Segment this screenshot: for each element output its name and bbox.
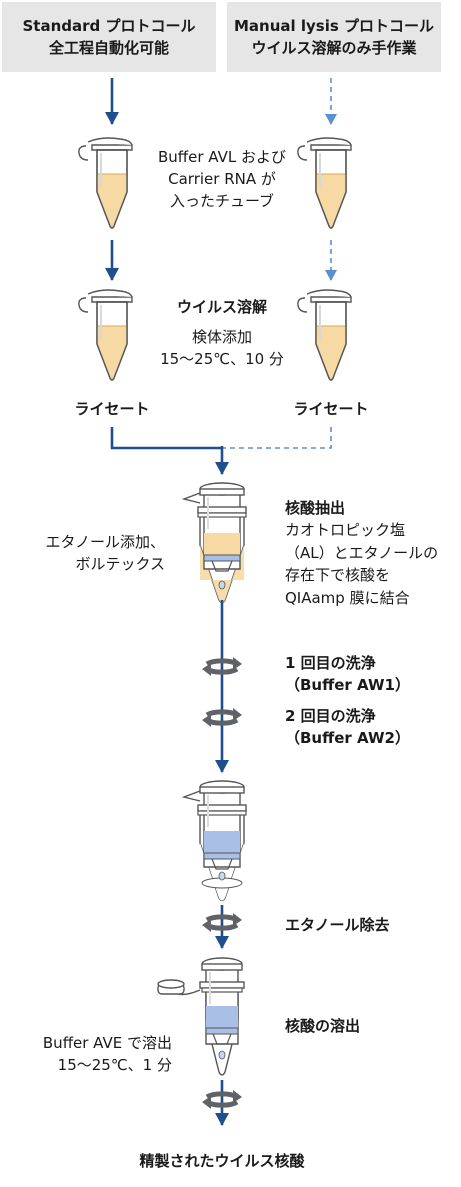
ethanol-add-line-2: ボルテックス	[75, 555, 165, 573]
lysate-left-label: ライセート	[74, 400, 150, 418]
extraction-title: 核酸抽出	[285, 499, 346, 517]
lysis-title: ウイルス溶解	[176, 298, 267, 316]
tube-manual-2	[296, 289, 352, 381]
wash2-line-1: 2 回目の洗浄	[285, 707, 376, 725]
ethanol-add-label: エタノール添加、 ボルテックス	[2, 531, 165, 575]
standard-merge-line	[110, 427, 222, 450]
wash2-line-2: （Buffer AW2）	[285, 729, 410, 747]
manual-merge-line	[222, 427, 332, 449]
wash1-label: 1 回目の洗浄 （Buffer AW1）	[285, 652, 410, 696]
spin-column-binding	[181, 482, 247, 604]
lysis-detail-line-2: 15～25℃、10 分	[160, 350, 284, 368]
result-label: 精製されたウイルス核酸	[139, 1152, 305, 1170]
standard-protocol-title: Standard プロトコール	[22, 17, 196, 35]
elution-title: 核酸の溶出	[285, 1017, 361, 1035]
manual-protocol-header: Manual lysis プロトコール ウイルス溶解のみ手作業	[227, 2, 441, 72]
extraction-detail-line-3: 存在下で核酸を	[285, 566, 391, 584]
extraction-detail-line-2: （AL）とエタノールの	[285, 543, 439, 562]
lysis-detail: 検体添加 15～25℃、10 分	[140, 326, 304, 370]
elution-detail: Buffer AVE で溶出 15～25℃、1 分	[2, 1032, 172, 1076]
wash1-line-2: （Buffer AW1）	[285, 676, 410, 694]
elution-detail-line-1: Buffer AVE で溶出	[42, 1034, 172, 1052]
buffer-tube-label-line-2: Carrier RNA が	[168, 170, 276, 188]
wash2-label: 2 回目の洗浄 （Buffer AW2）	[285, 705, 410, 749]
extraction-detail-line-1: カオトロピック塩	[285, 521, 406, 539]
buffer-tube-label: Buffer AVL および Carrier RNA が 入ったチューブ	[140, 146, 304, 212]
elution-detail-line-2: 15～25℃、1 分	[57, 1056, 172, 1074]
wash1-line-1: 1 回目の洗浄	[285, 654, 376, 672]
extraction-detail-line-4: QIAamp 膜に結合	[285, 588, 410, 607]
manual-protocol-title: Manual lysis プロトコール	[233, 17, 435, 35]
spin-column-washed	[181, 780, 247, 902]
ethanol-remove-label: エタノール除去	[285, 916, 390, 934]
tube-standard-1	[77, 137, 133, 229]
standard-protocol-header: Standard プロトコール 全工程自動化可能	[2, 2, 216, 72]
tube-manual-1	[296, 137, 352, 229]
buffer-tube-label-line-3: 入ったチューブ	[169, 192, 275, 210]
manual-protocol-subtitle: ウイルス溶解のみ手作業	[251, 39, 417, 57]
buffer-tube-label-line-1: Buffer AVL および	[158, 148, 286, 166]
spin-column-elution	[157, 957, 245, 1076]
lysate-right-label: ライセート	[293, 400, 369, 418]
tube-standard-2	[77, 289, 133, 381]
lysis-detail-line-1: 検体添加	[191, 328, 252, 346]
ethanol-add-line-1: エタノール添加、	[45, 533, 165, 551]
extraction-detail: カオトロピック塩 （AL）とエタノールの 存在下で核酸を QIAamp 膜に結合	[285, 519, 438, 609]
standard-protocol-subtitle: 全工程自動化可能	[48, 39, 169, 57]
